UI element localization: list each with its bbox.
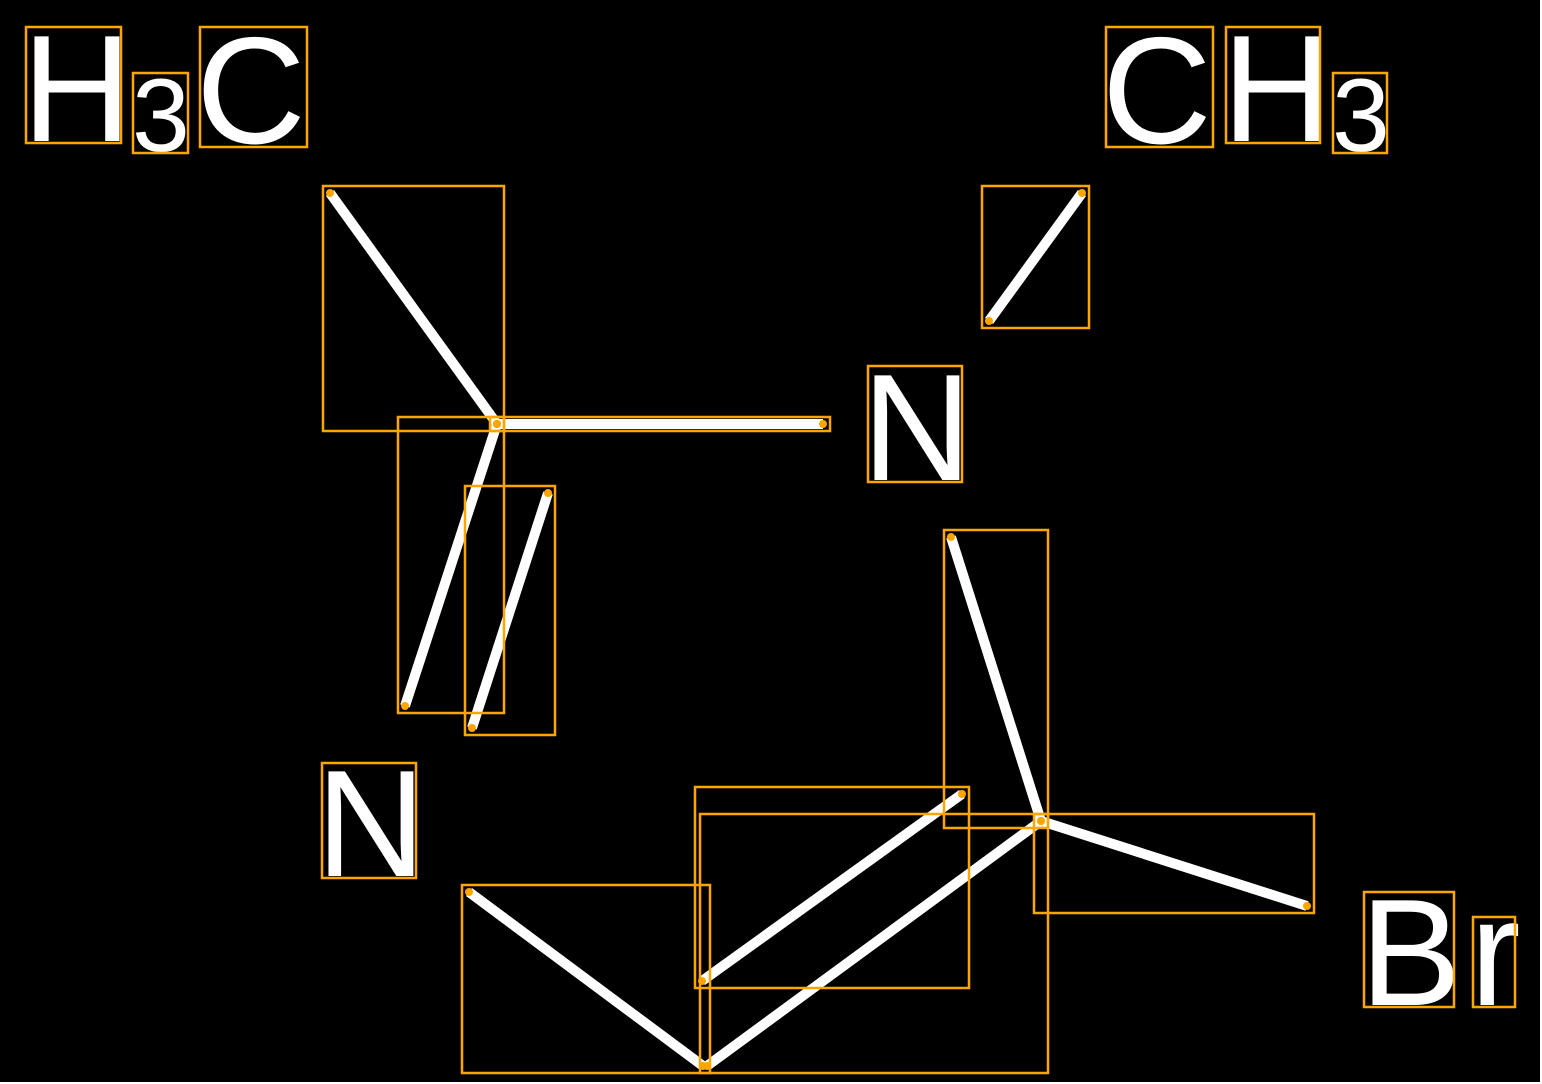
bond-endpoint-marker — [958, 790, 966, 798]
bond-endpoint-marker — [1303, 902, 1311, 910]
bond-endpoint-marker — [493, 420, 501, 428]
bond-line-6 — [946, 535, 1046, 823]
bond-line-5 — [984, 190, 1087, 324]
bond-endpoint-marker — [326, 189, 334, 197]
bond-bounding-box-9 — [698, 812, 1050, 1075]
label-bounding-box-6 — [1331, 71, 1389, 155]
bond-bounding-box-7 — [1032, 812, 1316, 915]
bond-line-10 — [466, 887, 706, 1071]
label-bounding-box-4 — [1104, 25, 1215, 149]
bond-line-3 — [400, 422, 502, 708]
bond-endpoint-marker — [465, 888, 473, 896]
label-bounding-box-10 — [1471, 915, 1517, 1009]
atom-label-n-top: N — [862, 343, 972, 513]
atom-label-br-r: r — [1470, 868, 1521, 1038]
bond-bounding-box-10 — [460, 883, 712, 1075]
label-bounding-box-5 — [1224, 25, 1322, 145]
label-bounding-box-2 — [131, 71, 190, 155]
bond-endpoint-marker — [699, 1062, 707, 1070]
atom-subscript-3-right: 3 — [1332, 58, 1390, 174]
bond-line-4 — [467, 491, 553, 730]
bond-bounding-box-3 — [396, 415, 506, 715]
atom-subscript-3-left: 3 — [132, 58, 190, 174]
atom-label-c-left: C — [196, 6, 306, 176]
bond-bounding-box-8 — [693, 785, 971, 990]
atom-label-n-bottom: N — [316, 739, 426, 909]
bond-line-1 — [325, 190, 502, 427]
label-bounding-box-7 — [866, 364, 964, 484]
atom-label-h-right: H — [1222, 4, 1332, 174]
label-bounding-box-3 — [198, 25, 309, 149]
atom-label-br-b: B — [1360, 868, 1461, 1038]
bond-bounding-box-6 — [942, 528, 1050, 830]
bond-endpoint-marker — [1078, 189, 1086, 197]
bond-bounding-box-1 — [321, 184, 506, 433]
bond-endpoint-marker — [947, 533, 955, 541]
bond-endpoint-marker — [819, 420, 827, 428]
atom-label-c-right: C — [1102, 6, 1212, 176]
label-bounding-box-9 — [1362, 890, 1456, 1009]
bond-endpoint-marker — [544, 489, 552, 497]
bond-bounding-box-5 — [980, 184, 1091, 330]
label-bounding-box-1 — [24, 25, 123, 145]
atom-label-h-left: H — [22, 4, 132, 174]
bond-bounding-box-4 — [463, 484, 557, 737]
bond-bounding-box-2 — [488, 415, 832, 433]
label-bounding-box-8 — [320, 761, 418, 880]
bond-endpoint-marker — [468, 724, 476, 732]
bond-line-9 — [704, 816, 1044, 1071]
bond-line-8 — [699, 789, 965, 986]
bond-endpoint-marker — [1037, 817, 1045, 825]
bond-endpoint-marker — [401, 702, 409, 710]
bond-endpoint-marker — [985, 317, 993, 325]
bond-line-7 — [1039, 816, 1309, 911]
